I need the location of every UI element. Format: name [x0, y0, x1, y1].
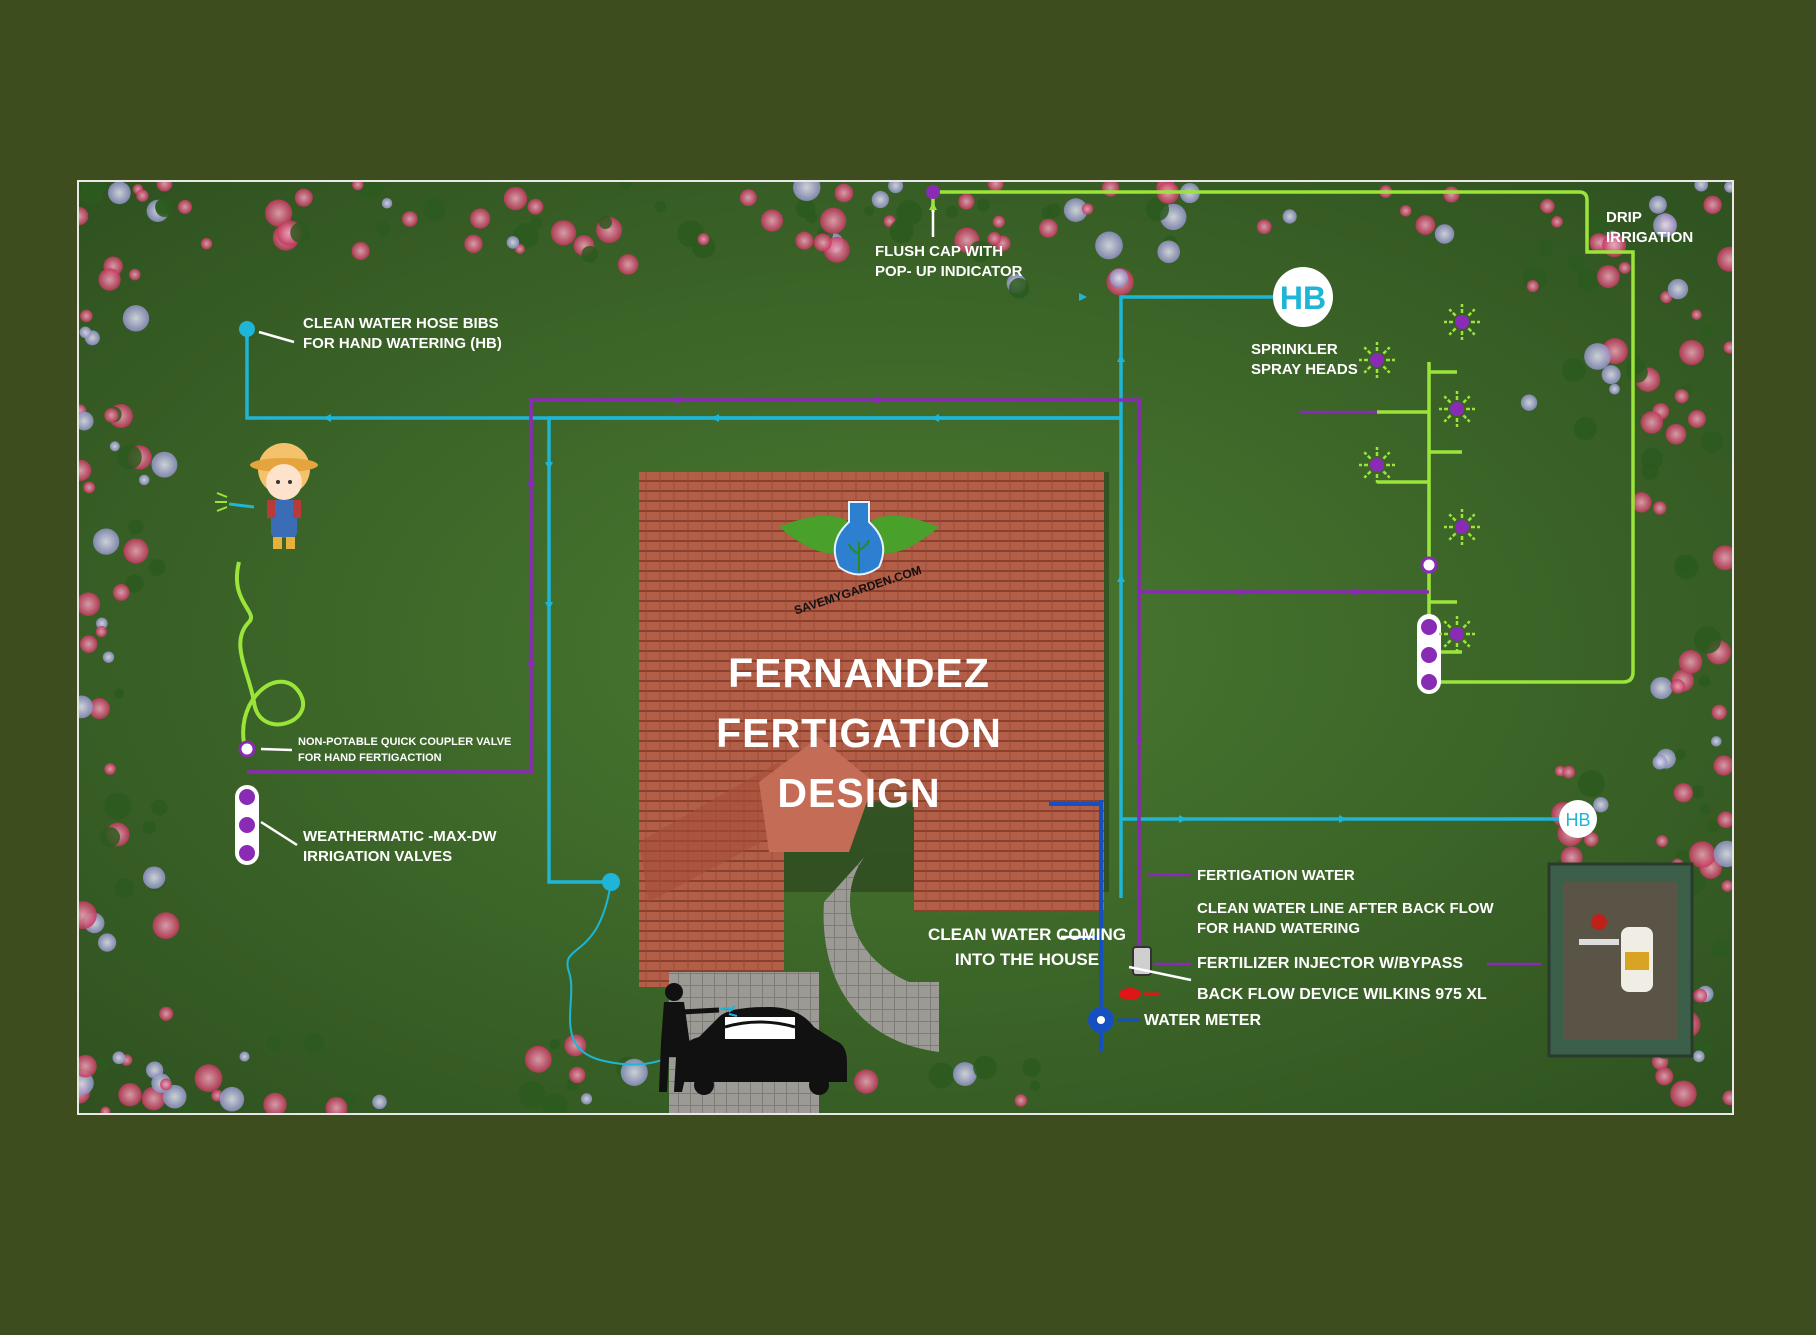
label-line: INTO THE HOUSE: [955, 950, 1099, 969]
sprinkler-head: [1439, 616, 1475, 652]
backflow-box-photo: [1547, 862, 1694, 1058]
hb-badge-large-text: HB: [1280, 280, 1326, 316]
backflow-device: [1119, 988, 1141, 1000]
label-fertilizer-injector: FERTILIZER INJECTOR W/BYPASS: [1197, 955, 1463, 972]
sprinkler-head: [1444, 509, 1480, 545]
label-line: NON-POTABLE QUICK COUPLER VALVE: [298, 736, 511, 748]
sprinkler-head: [1444, 304, 1480, 340]
diagram-title-line-3: DESIGN: [777, 770, 940, 816]
car-hose: [566, 881, 670, 1066]
label-line: DRIP: [1606, 209, 1642, 226]
label-line: BACK FLOW DEVICE WILKINS 975 XL: [1197, 986, 1487, 1003]
hb-badge-small: HB: [1559, 800, 1597, 838]
fertigation-line: [247, 398, 1141, 948]
quick-coupler-valve: [238, 740, 256, 758]
label-fertigation-water: FERTIGATION WATER: [1197, 867, 1355, 884]
label-water-meter: WATER METER: [1144, 1012, 1261, 1029]
hose-bib-car: [602, 873, 620, 891]
coiled-hose: [235, 561, 305, 756]
label-quick-coupler: NON-POTABLE QUICK COUPLER VALVE FOR HAND …: [298, 736, 511, 764]
house: [639, 472, 1109, 1113]
label-line: IRRIGATION: [1606, 229, 1693, 246]
diagram-title-line-1: FERNANDEZ: [728, 650, 990, 696]
label-line: CLEAN WATER LINE AFTER BACK FLOW: [1197, 900, 1494, 917]
car-wash-icon: [659, 983, 847, 1095]
purple-pointers: [1147, 873, 1541, 966]
label-line: FOR HAND WATERING: [1197, 920, 1360, 937]
hose-bib-left: [239, 321, 255, 337]
diagram-title-line-2: FERTIGATION: [716, 710, 1002, 756]
clean-water-line: [1119, 295, 1274, 898]
flush-cap-right: [1420, 556, 1438, 574]
label-drip-irrigation: DRIP IRRIGATION: [1606, 209, 1693, 246]
label-line: SPRAY HEADS: [1251, 361, 1358, 378]
label-line: FOR HAND WATERING (HB): [303, 335, 502, 352]
sprinkler-head: [1439, 391, 1475, 427]
label-line: WATER METER: [1144, 1012, 1261, 1029]
label-sprinkler-heads: SPRINKLER SPRAY HEADS: [1251, 341, 1358, 378]
pipe-network: [235, 190, 1635, 1066]
label-line: WEATHERMATIC -MAX-DW: [303, 828, 497, 845]
label-backflow-device: BACK FLOW DEVICE WILKINS 975 XL: [1197, 986, 1487, 1003]
label-line: IRRIGATION VALVES: [303, 848, 452, 865]
label-line: FERTILIZER INJECTOR W/BYPASS: [1197, 955, 1463, 972]
hb-badge-small-text: HB: [1565, 810, 1590, 830]
sprinkler-head: [1359, 447, 1395, 483]
label-irrigation-valves: WEATHERMATIC -MAX-DW IRRIGATION VALVES: [303, 828, 497, 865]
hb-badge-large: HB: [1273, 267, 1333, 327]
fixtures: [235, 185, 1441, 1033]
labels: FLUSH CAP WITH POP- UP INDICATOR DRIP IRRIG…: [298, 209, 1693, 1029]
label-line: CLEAN WATER HOSE BIBS: [303, 315, 499, 332]
label-pointers: [258, 202, 1192, 982]
label-line: FERTIGATION WATER: [1197, 867, 1355, 884]
label-line: SPRINKLER: [1251, 341, 1338, 358]
clean-water-line-car: [547, 416, 1121, 884]
sprinkler-head: [1359, 342, 1395, 378]
label-hose-bibs: CLEAN WATER HOSE BIBS FOR HAND WATERING (…: [303, 315, 502, 352]
sprinkler-heads: [1359, 304, 1480, 652]
gardener-icon: [215, 443, 318, 549]
label-clean-water-coming: CLEAN WATER COMING INTO THE HOUSE: [928, 925, 1126, 969]
label-line: FOR HAND FERTIGACTION: [298, 752, 442, 764]
label-flush-cap: FLUSH CAP WITH POP- UP INDICATOR: [875, 243, 1023, 280]
label-line: CLEAN WATER COMING: [928, 925, 1126, 944]
label-line: FLUSH CAP WITH: [875, 243, 1003, 260]
flush-cap: [926, 185, 940, 199]
label-line: POP- UP INDICATOR: [875, 263, 1023, 280]
label-clean-water-after-backflow: CLEAN WATER LINE AFTER BACK FLOW FOR HAND…: [1197, 900, 1494, 937]
yard-plan: HB HB: [77, 180, 1734, 1115]
